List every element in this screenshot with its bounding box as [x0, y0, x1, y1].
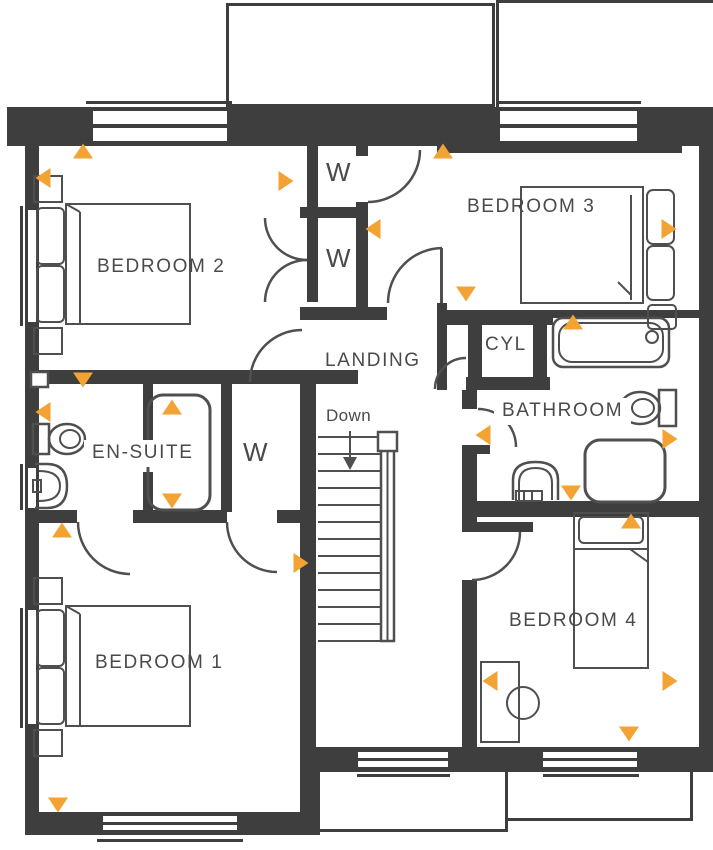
door-arc [263, 217, 308, 262]
markers-layer [35, 143, 678, 813]
flue-icon [29, 370, 50, 389]
direction-marker-icon [162, 493, 182, 509]
direction-marker-icon [52, 522, 72, 538]
room-label-bedroom2: BEDROOM 2 [97, 256, 226, 277]
direction-marker-icon [35, 168, 51, 188]
window-sill [86, 101, 232, 104]
room-label-wardrobe3: W [243, 437, 268, 467]
room-label-wardrobe2: W [326, 243, 351, 273]
sink-icon [511, 460, 560, 502]
door-arc [386, 246, 443, 304]
bed-double-bedroom1-icon [33, 577, 191, 757]
garage-roof-line [690, 772, 693, 821]
window-sill [20, 608, 23, 728]
direction-marker-icon [563, 314, 583, 330]
roof-line [499, 0, 713, 3]
direction-marker-icon [475, 425, 491, 445]
door-arc [433, 356, 467, 390]
furniture-layer [29, 175, 678, 757]
door-arc [263, 258, 308, 303]
direction-marker-icon [73, 372, 93, 388]
direction-marker-icon [278, 171, 294, 191]
toilet-icon [31, 422, 87, 456]
room-label-ensuite: EN-SUITE [84, 440, 202, 467]
room-label-wardrobe1: W [326, 157, 351, 187]
windows-layer [20, 101, 641, 842]
direction-marker-icon [73, 143, 93, 159]
window [28, 210, 36, 322]
direction-marker-icon [365, 219, 381, 239]
door-arc [76, 521, 131, 576]
direction-marker-icon [621, 513, 641, 529]
door-arc [471, 531, 522, 582]
window-sill [357, 774, 450, 777]
roof-line [496, 0, 499, 107]
stairs-down-label: Down [326, 406, 372, 425]
room-label-bathroom: BATHROOM [494, 398, 632, 425]
stair-newel-post [376, 430, 399, 453]
direction-marker-icon [662, 671, 678, 691]
direction-marker-icon [482, 671, 498, 691]
direction-marker-icon [293, 553, 309, 573]
direction-marker-icon [619, 726, 639, 742]
porch-line [505, 772, 508, 832]
direction-marker-icon [661, 219, 677, 239]
roof-outlines [226, 0, 713, 832]
window-sill [97, 839, 243, 842]
door-arc [225, 521, 278, 574]
room-label-cylinder: CYL [485, 334, 527, 355]
doors-layer [76, 149, 522, 582]
window-sill [20, 206, 23, 326]
window [28, 610, 36, 724]
sink-icon [32, 462, 69, 510]
shower-icon [583, 438, 667, 504]
bed-double-bedroom3-icon [520, 186, 677, 330]
room-label-bedroom1: BEDROOM 1 [95, 652, 224, 673]
bed-single-bedroom4-icon [573, 512, 649, 669]
direction-marker-icon [456, 286, 476, 302]
garage-roof-line [508, 818, 693, 821]
room-label-bedroom3: BEDROOM 3 [467, 196, 596, 217]
door-arc [367, 149, 422, 204]
window-sill [543, 774, 639, 777]
room-label-bedroom4: BEDROOM 4 [509, 610, 638, 631]
direction-marker-icon [561, 485, 581, 501]
bathtub-icon [551, 316, 671, 369]
window-sill [498, 101, 641, 104]
direction-marker-icon [35, 402, 51, 422]
direction-marker-icon [433, 143, 453, 159]
direction-marker-icon [162, 399, 182, 415]
room-label-landing: LANDING [325, 350, 421, 371]
direction-marker-icon [48, 797, 68, 813]
window-sill [20, 464, 23, 510]
direction-marker-icon [662, 429, 678, 449]
desk-chair-icon [480, 661, 540, 743]
staircase [318, 430, 399, 643]
down-arrow-head [343, 457, 357, 470]
dormer-outline [226, 3, 495, 107]
porch-line [320, 829, 508, 832]
door-arc [248, 328, 303, 383]
